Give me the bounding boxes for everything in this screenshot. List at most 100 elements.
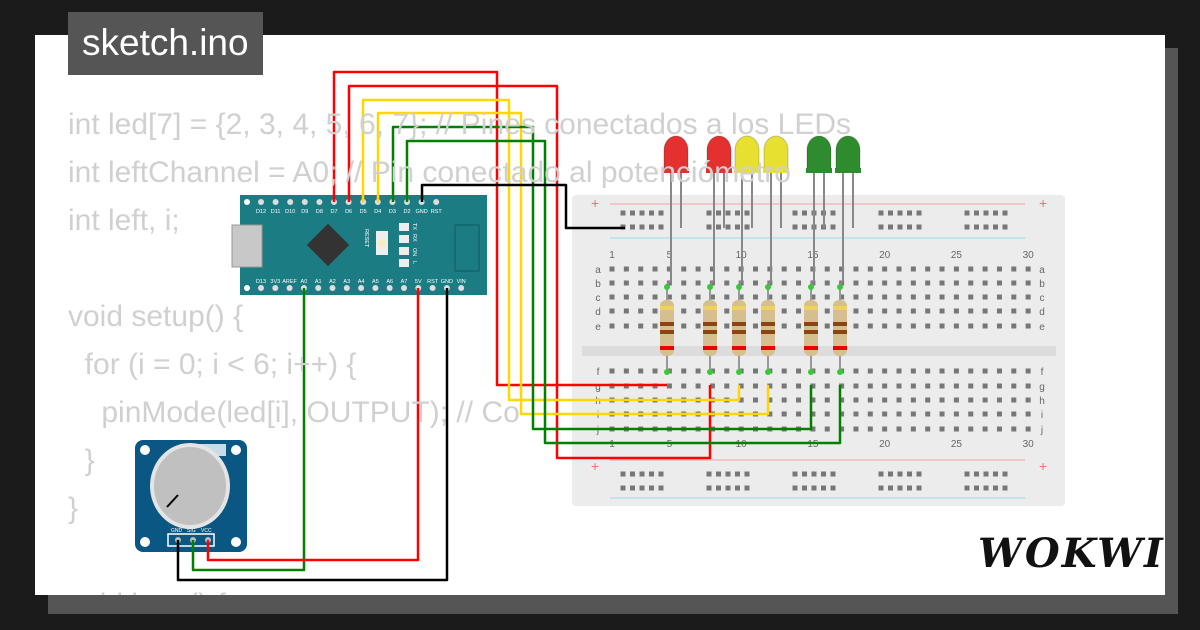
breadboard-hole[interactable]: [910, 383, 916, 389]
breadboard-hole[interactable]: [896, 280, 902, 286]
rail-hole[interactable]: [897, 224, 903, 230]
breadboard-hole[interactable]: [638, 323, 644, 329]
breadboard-hole[interactable]: [781, 368, 787, 374]
breadboard-hole[interactable]: [839, 426, 845, 432]
breadboard-hole[interactable]: [867, 266, 873, 272]
breadboard-hole[interactable]: [910, 426, 916, 432]
breadboard-hole[interactable]: [968, 411, 974, 417]
led[interactable]: [706, 135, 732, 173]
breadboard-hole[interactable]: [781, 294, 787, 300]
wire[interactable]: [361, 98, 741, 402]
breadboard-hole[interactable]: [982, 426, 988, 432]
breadboard-hole[interactable]: [638, 294, 644, 300]
breadboard-hole[interactable]: [824, 368, 830, 374]
breadboard-hole[interactable]: [695, 266, 701, 272]
breadboard-hole[interactable]: [939, 323, 945, 329]
led[interactable]: [763, 135, 789, 173]
breadboard-hole[interactable]: [853, 383, 859, 389]
breadboard-hole[interactable]: [666, 266, 672, 272]
breadboard-hole[interactable]: [1025, 426, 1031, 432]
breadboard-hole[interactable]: [824, 266, 830, 272]
breadboard-hole[interactable]: [781, 397, 787, 403]
rail-hole[interactable]: [658, 210, 664, 216]
breadboard-hole[interactable]: [939, 266, 945, 272]
breadboard-hole[interactable]: [953, 308, 959, 314]
breadboard-hole[interactable]: [810, 266, 816, 272]
breadboard-hole[interactable]: [796, 383, 802, 389]
breadboard-hole[interactable]: [910, 323, 916, 329]
rail-hole[interactable]: [802, 471, 807, 477]
breadboard-hole[interactable]: [609, 308, 615, 314]
breadboard-hole[interactable]: [796, 368, 802, 374]
breadboard-hole[interactable]: [882, 411, 888, 417]
breadboard-hole[interactable]: [910, 397, 916, 403]
rail-hole[interactable]: [658, 485, 664, 491]
rail-hole[interactable]: [983, 485, 989, 491]
rail-hole[interactable]: [964, 224, 970, 230]
breadboard-hole[interactable]: [738, 294, 744, 300]
breadboard-hole[interactable]: [666, 294, 672, 300]
breadboard-hole[interactable]: [867, 397, 873, 403]
breadboard-hole[interactable]: [925, 411, 931, 417]
rail-hole[interactable]: [878, 485, 884, 491]
pin-a1[interactable]: [315, 285, 322, 291]
wire[interactable]: [332, 70, 667, 387]
breadboard-hole[interactable]: [1025, 368, 1031, 374]
breadboard-hole[interactable]: [882, 383, 888, 389]
breadboard-hole[interactable]: [982, 323, 988, 329]
breadboard-hole[interactable]: [939, 280, 945, 286]
rail-hole[interactable]: [735, 224, 740, 230]
rail-hole[interactable]: [983, 210, 989, 216]
rail-hole[interactable]: [649, 210, 654, 216]
rail-hole[interactable]: [716, 224, 721, 230]
breadboard-hole[interactable]: [882, 294, 888, 300]
breadboard-hole[interactable]: [810, 426, 816, 432]
breadboard-hole[interactable]: [896, 323, 902, 329]
rail-hole[interactable]: [735, 471, 740, 477]
breadboard-hole[interactable]: [709, 266, 715, 272]
breadboard-hole[interactable]: [681, 323, 687, 329]
rail-hole[interactable]: [620, 485, 626, 491]
wire[interactable]: [191, 288, 306, 572]
breadboard-hole[interactable]: [1011, 411, 1017, 417]
breadboard-hole[interactable]: [753, 323, 758, 329]
rail-hole[interactable]: [974, 471, 979, 477]
rail-hole[interactable]: [725, 485, 731, 491]
breadboard-hole[interactable]: [796, 323, 802, 329]
breadboard-hole[interactable]: [982, 308, 988, 314]
rail-hole[interactable]: [630, 210, 635, 216]
potentiometer[interactable]: GND SIG VCC: [135, 440, 247, 552]
breadboard-hole[interactable]: [839, 266, 845, 272]
breadboard-hole[interactable]: [839, 411, 845, 417]
breadboard-hole[interactable]: [638, 280, 644, 286]
breadboard-hole[interactable]: [738, 383, 744, 389]
breadboard-hole[interactable]: [910, 308, 916, 314]
breadboard-hole[interactable]: [724, 266, 730, 272]
breadboard-hole[interactable]: [695, 294, 701, 300]
rail-hole[interactable]: [993, 210, 998, 216]
breadboard-hole[interactable]: [867, 411, 873, 417]
rail-hole[interactable]: [821, 485, 826, 491]
wire[interactable]: [206, 288, 420, 562]
breadboard-hole[interactable]: [853, 308, 859, 314]
breadboard-hole[interactable]: [652, 323, 658, 329]
rail-hole[interactable]: [649, 471, 654, 477]
rail-hole[interactable]: [897, 485, 903, 491]
breadboard-hole[interactable]: [609, 294, 615, 300]
breadboard-hole[interactable]: [753, 280, 758, 286]
breadboard-hole[interactable]: [1011, 280, 1017, 286]
breadboard-hole[interactable]: [925, 426, 931, 432]
rail-hole[interactable]: [735, 485, 740, 491]
breadboard-hole[interactable]: [910, 368, 916, 374]
pin-d9[interactable]: [301, 199, 308, 205]
breadboard-hole[interactable]: [910, 294, 916, 300]
breadboard-hole[interactable]: [867, 280, 873, 286]
breadboard-hole[interactable]: [996, 294, 1002, 300]
rail-hole[interactable]: [811, 485, 817, 491]
rail-hole[interactable]: [888, 210, 893, 216]
breadboard-hole[interactable]: [753, 294, 758, 300]
breadboard-hole[interactable]: [1011, 308, 1017, 314]
breadboard-hole[interactable]: [939, 397, 945, 403]
breadboard-hole[interactable]: [781, 323, 787, 329]
rail-hole[interactable]: [830, 210, 836, 216]
